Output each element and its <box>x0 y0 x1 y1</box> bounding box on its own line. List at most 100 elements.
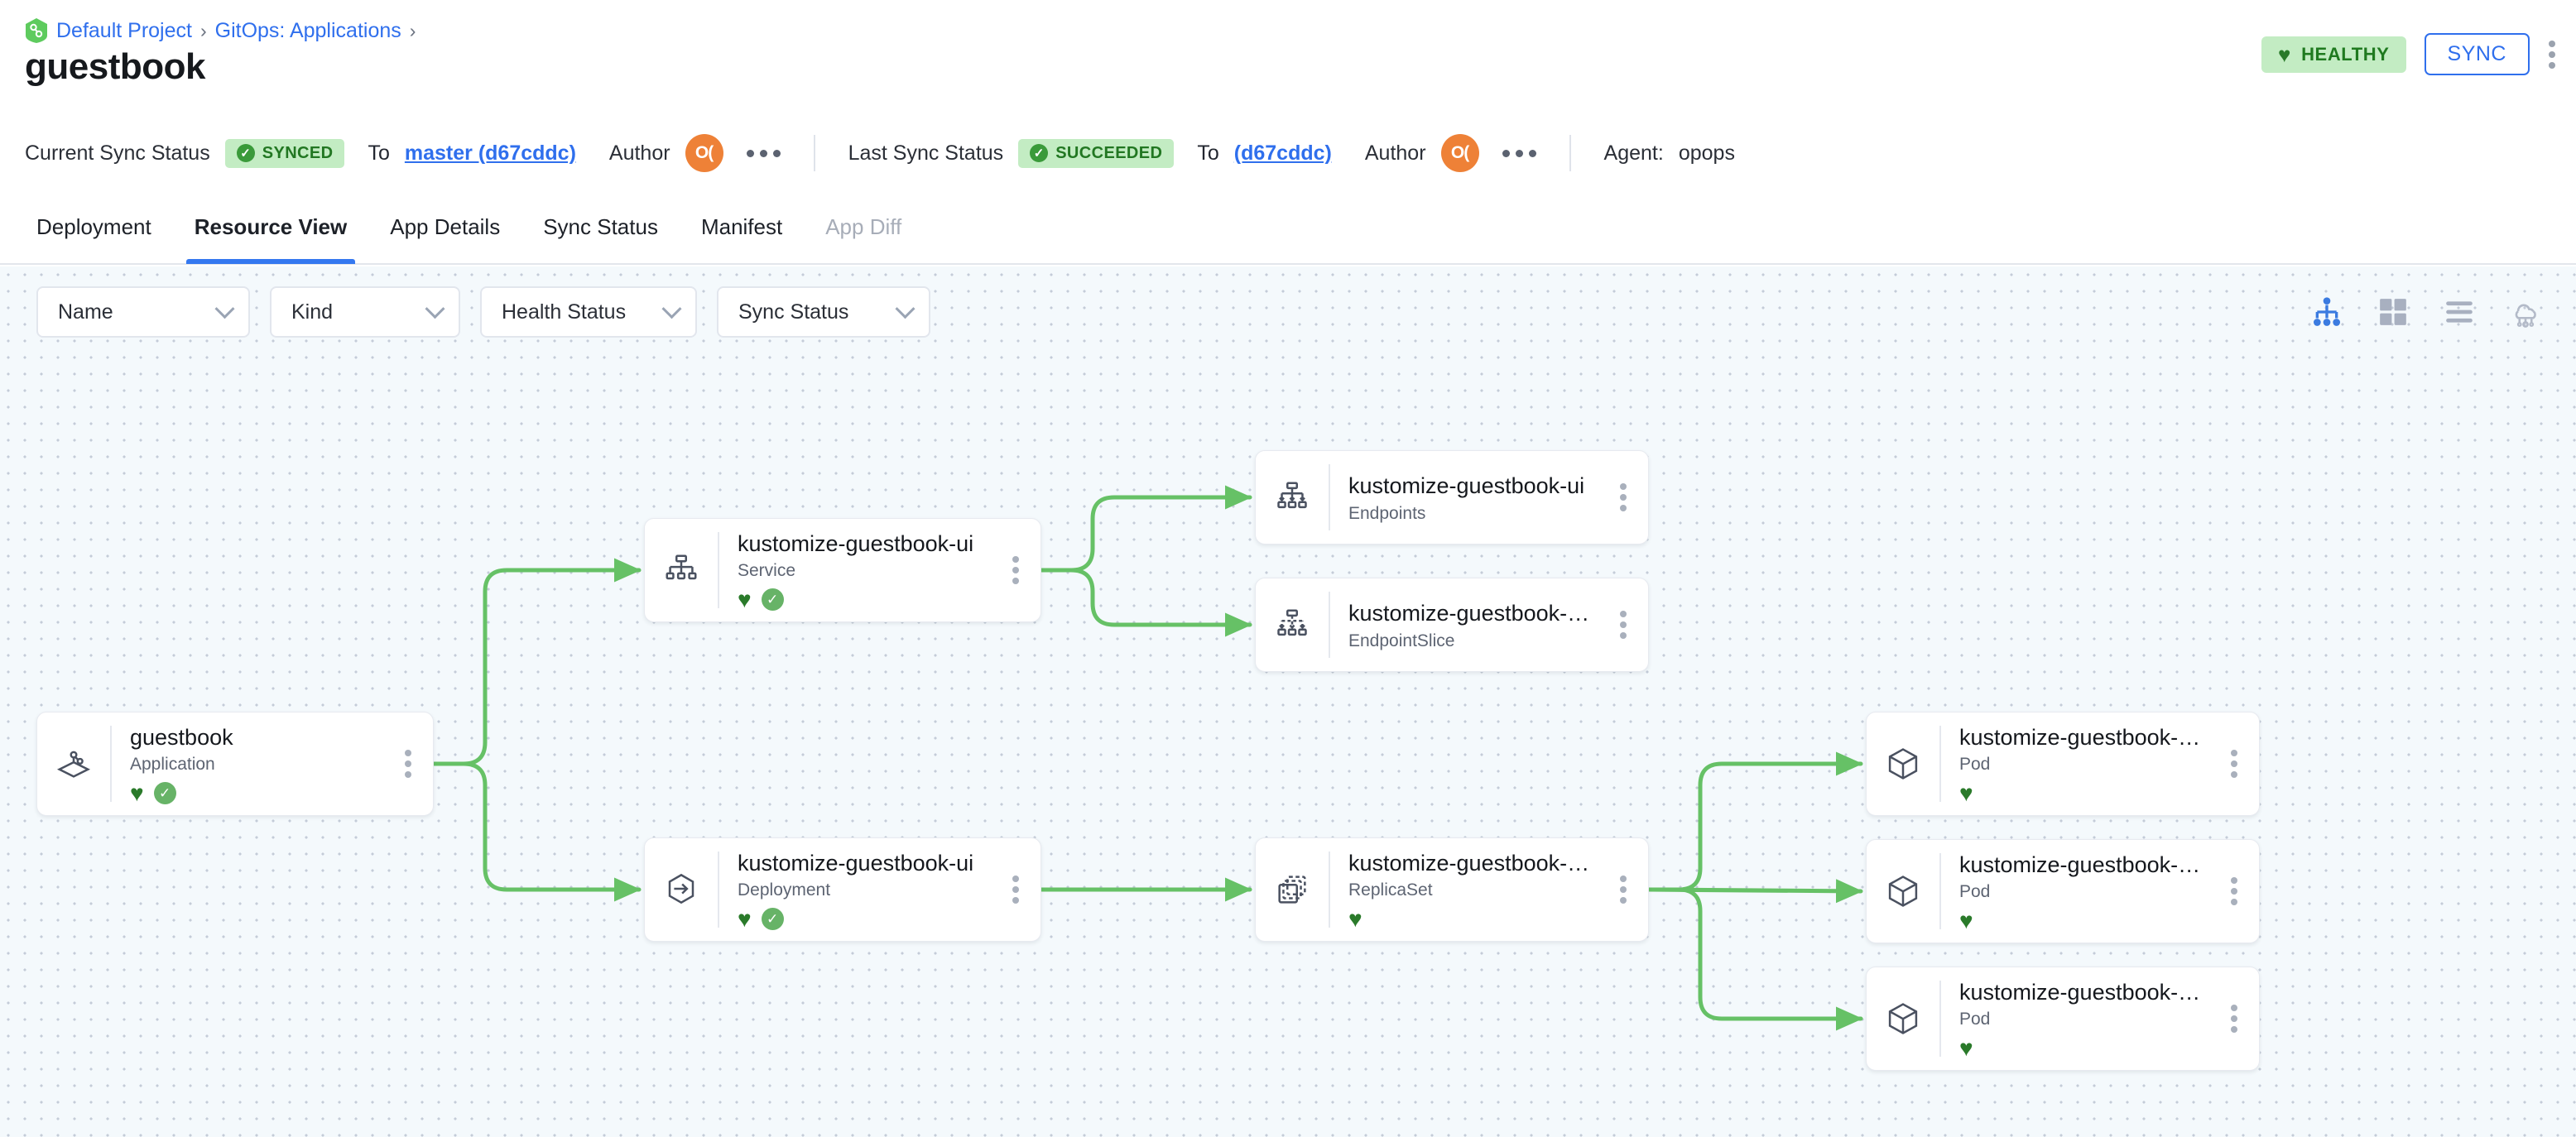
heart-icon: ♥ <box>1959 1034 1973 1061</box>
heart-icon: ♥ <box>130 780 144 806</box>
node-name: guestbook <box>130 725 233 750</box>
node-name: kustomize-guestbook-ui-… <box>1959 725 2209 750</box>
node-kind: Pod <box>1959 755 1991 775</box>
grid-view-icon[interactable] <box>2376 295 2410 329</box>
resource-node-pod[interactable]: kustomize-guestbook-ui-…Pod♥ <box>1866 839 2260 943</box>
node-kind: Service <box>738 561 796 581</box>
pod-icon <box>1867 840 1939 943</box>
sync-button[interactable]: SYNC <box>2424 33 2530 75</box>
avatar: O( <box>685 134 723 172</box>
last-sync-status-chip: ✓ SUCCEEDED <box>1018 138 1175 168</box>
node-more-vertical-icon[interactable] <box>991 838 1040 941</box>
node-divider <box>1329 852 1330 928</box>
node-status: ♥✓ <box>130 781 383 805</box>
resource-node-replicaset[interactable]: kustomize-guestbook-ui-… ReplicaSet ♥ <box>1255 837 1649 942</box>
pod-icon <box>1867 967 1939 1070</box>
node-more-vertical-icon[interactable] <box>383 712 433 815</box>
node-kind: EndpointSlice <box>1348 631 1455 651</box>
edge-layer <box>431 485 1863 1031</box>
page-title: guestbook <box>25 46 205 87</box>
more-vertical-icon[interactable] <box>2548 40 2556 69</box>
node-body: kustomize-guestbook-ui-… ReplicaSet ♥ <box>1330 838 1598 941</box>
node-more-vertical-icon[interactable] <box>2209 840 2259 943</box>
node-more-vertical-icon[interactable] <box>991 519 1040 621</box>
node-body: kustomize-guestbook-ui-…Pod♥ <box>1941 967 2209 1070</box>
current-revision-link[interactable]: master (d67cddc) <box>404 141 576 165</box>
node-kind: ReplicaSet <box>1348 880 1433 900</box>
tab-label: App Details <box>390 213 501 239</box>
edge-rs-to-pod3 <box>1646 887 1863 1031</box>
tab-sync-status[interactable]: Sync Status <box>521 190 680 264</box>
node-divider <box>718 532 719 608</box>
node-kind: Deployment <box>738 880 831 900</box>
breadcrumb-link-applications[interactable]: GitOps: Applications <box>214 18 401 42</box>
argo-logo-icon <box>25 18 48 43</box>
last-more-horizontal-icon[interactable] <box>1502 149 1536 157</box>
node-name: kustomize-guestbook-ui-… <box>1348 851 1598 876</box>
current-sync-status-chip: ✓ SYNCED <box>224 138 345 168</box>
list-view-icon[interactable] <box>2442 295 2477 329</box>
app-header: Default Project › GitOps: Applications ›… <box>0 0 2576 190</box>
header-actions: ♥ HEALTHY SYNC <box>2261 33 2556 75</box>
node-divider <box>110 726 112 802</box>
last-revision-link[interactable]: (d67cddc) <box>1233 141 1332 165</box>
node-status: ♥✓ <box>738 907 991 931</box>
endpointslice-icon <box>1256 578 1329 671</box>
tree-view-icon[interactable] <box>2309 295 2344 329</box>
sync-status-filter[interactable]: Sync Status <box>717 286 930 338</box>
node-status: ♥ <box>1959 781 2209 805</box>
heart-icon: ♥ <box>1959 907 1973 933</box>
tab-label: Deployment <box>36 213 151 239</box>
resource-node-endpointslice[interactable]: kustomize-guestbook-ui-… EndpointSlice <box>1255 578 1649 672</box>
node-name: kustomize-guestbook-ui-… <box>1348 600 1598 626</box>
tab-deployment[interactable]: Deployment <box>15 190 173 264</box>
check-circle-icon: ✓ <box>761 908 784 931</box>
node-kind: Pod <box>1959 1010 1991 1029</box>
edge-svc-to-endpoints <box>1039 485 1252 573</box>
network-view-icon[interactable] <box>2508 295 2543 329</box>
node-more-vertical-icon[interactable] <box>2209 712 2259 815</box>
check-circle-icon: ✓ <box>761 588 784 612</box>
kind-filter[interactable]: Kind <box>270 286 460 338</box>
tab-resource-view[interactable]: Resource View <box>173 190 369 264</box>
last-sync-status-chip-label: SUCCEEDED <box>1055 143 1163 162</box>
health-status-filter[interactable]: Health Status <box>480 286 697 338</box>
breadcrumb-separator: › <box>199 19 207 41</box>
resource-node-pod[interactable]: kustomize-guestbook-ui-… Pod ♥ <box>1866 712 2260 816</box>
resource-node-pod[interactable]: kustomize-guestbook-ui-…Pod♥ <box>1866 967 2260 1071</box>
current-to-label: To <box>368 141 390 165</box>
current-sync-status-label: Current Sync Status <box>25 141 210 165</box>
tab-manifest[interactable]: Manifest <box>680 190 804 264</box>
name-filter[interactable]: Name <box>36 286 250 338</box>
node-body: kustomize-guestbook-ui-… EndpointSlice <box>1330 578 1598 671</box>
tab-app-details[interactable]: App Details <box>368 190 521 264</box>
node-more-vertical-icon[interactable] <box>1598 451 1648 544</box>
heart-icon: ♥ <box>1348 905 1362 932</box>
sync-status-bar: Current Sync Status ✓ SYNCED To master (… <box>0 116 2576 190</box>
node-kind: Application <box>130 755 215 775</box>
last-author-label: Author <box>1364 141 1426 165</box>
current-more-horizontal-icon[interactable] <box>746 149 781 157</box>
edge-app-to-deploy <box>431 761 642 902</box>
node-divider <box>718 852 719 928</box>
heart-icon: ♥ <box>2278 41 2292 67</box>
last-to-label: To <box>1197 141 1219 165</box>
node-more-vertical-icon[interactable] <box>2209 967 2259 1070</box>
health-status-filter-label: Health Status <box>502 300 627 324</box>
health-status-badge: ♥ HEALTHY <box>2261 36 2406 73</box>
node-more-vertical-icon[interactable] <box>1598 578 1648 671</box>
node-more-vertical-icon[interactable] <box>1598 838 1648 941</box>
application-icon <box>37 712 110 815</box>
node-body: kustomize-guestbook-ui-… Pod ♥ <box>1941 712 2209 815</box>
tab-label: Sync Status <box>543 213 658 239</box>
tab-label: App Diff <box>825 213 902 239</box>
breadcrumb: Default Project › GitOps: Applications › <box>25 18 416 43</box>
breadcrumb-link-project[interactable]: Default Project <box>56 18 192 42</box>
node-name: kustomize-guestbook-ui <box>1348 473 1585 498</box>
